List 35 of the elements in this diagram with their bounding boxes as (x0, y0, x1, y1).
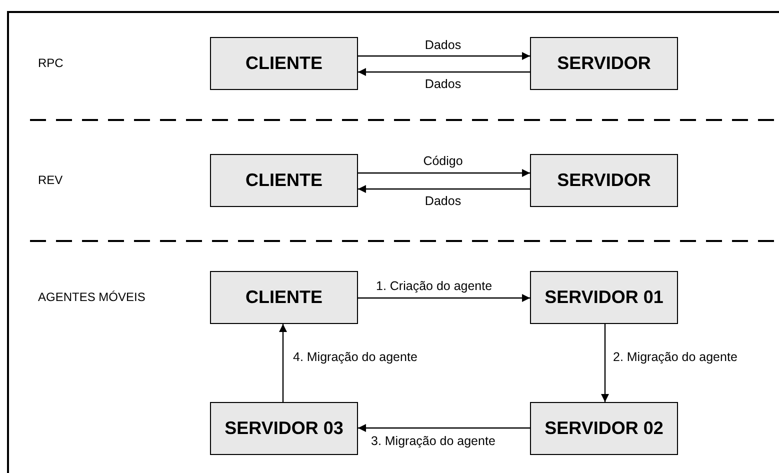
edge-label: Dados (424, 77, 462, 91)
arrow (358, 185, 530, 193)
edge-label: Código (422, 154, 464, 168)
box-label: CLIENTE (245, 53, 322, 74)
arrow (358, 424, 530, 432)
edge-label: 2. Migração do agente (612, 350, 738, 364)
arrow (358, 68, 530, 76)
section-label: AGENTES MÓVEIS (38, 290, 146, 304)
edge-label: Dados (424, 194, 462, 208)
arrow (358, 169, 530, 177)
section-label: RPC (38, 56, 64, 70)
box-label: CLIENTE (245, 170, 322, 191)
box-label: SERVIDOR 01 (544, 287, 664, 308)
arrow (358, 294, 530, 302)
box-label: SERVIDOR (557, 53, 651, 74)
process-box (530, 154, 678, 207)
edge-label: 1. Criação do agente (375, 279, 494, 293)
edge-label: Dados (424, 38, 462, 52)
process-box (210, 154, 358, 207)
process-box (210, 402, 358, 455)
process-box (210, 271, 358, 324)
box-label: SERVIDOR 03 (224, 418, 344, 439)
box-label: SERVIDOR 02 (544, 418, 664, 439)
arrow (279, 324, 287, 402)
arrow (358, 52, 530, 60)
process-box (530, 402, 678, 455)
process-box (210, 37, 358, 90)
edge-label: 4. Migração do agente (292, 350, 418, 364)
box-label: CLIENTE (245, 287, 322, 308)
process-box (530, 271, 678, 324)
section-label: REV (38, 173, 63, 187)
edge-label: 3. Migração do agente (370, 434, 496, 448)
box-label: SERVIDOR (557, 170, 651, 191)
arrow (601, 324, 609, 402)
process-box (530, 37, 678, 90)
